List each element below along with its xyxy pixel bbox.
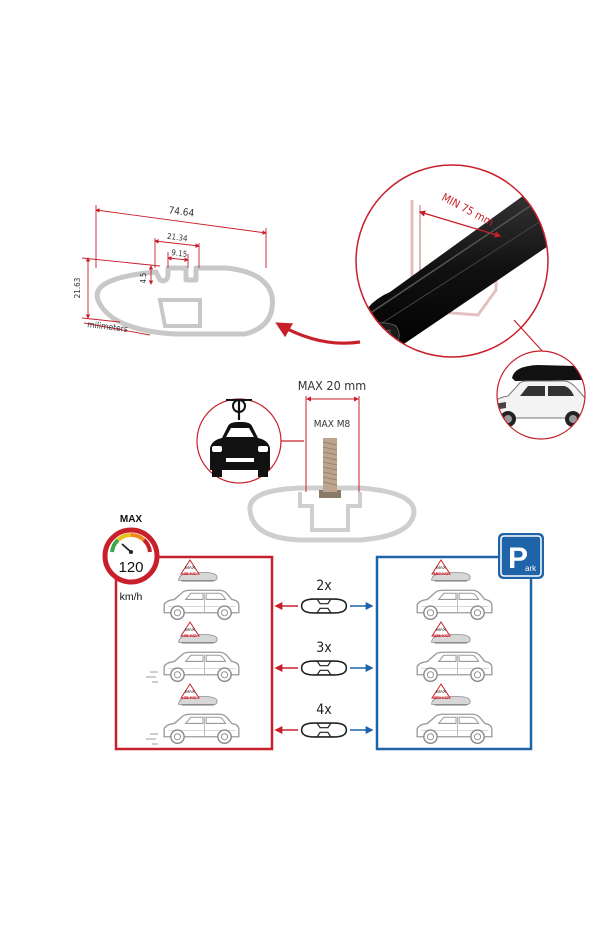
- parked-tag-max: MAX: [436, 689, 446, 694]
- park-letter: P: [508, 542, 528, 575]
- support-count: 3x: [316, 640, 332, 656]
- parked-tag-max: MAX: [436, 565, 446, 570]
- bolt-max-length: MAX 20 mm: [298, 378, 366, 393]
- parked-tag-max: MAX: [436, 627, 446, 632]
- driving-tag-max: MAX: [185, 565, 195, 570]
- driving-tag-icon: [180, 683, 200, 699]
- parked-car-icon: [416, 713, 493, 745]
- car-photo-circle: [496, 350, 586, 440]
- support-count: 2x: [316, 578, 332, 594]
- parked-car-icon: [416, 589, 493, 621]
- driving-tag-icon: [180, 559, 200, 575]
- driving-car-icon: [163, 651, 240, 683]
- driving-tag-icon: [180, 621, 200, 637]
- parked-tag-icon: [431, 683, 451, 699]
- profile-dimension-drawing: 74.64 21.34 9.15 4.5 21.63 milimeters: [73, 205, 275, 337]
- motion-lines-icon: [146, 671, 158, 683]
- park-suffix: ark: [525, 564, 537, 573]
- parked-load-value: 300 KG: [433, 695, 449, 700]
- driving-load-value: 35 KG: [184, 633, 197, 638]
- driving-tag-max: MAX: [185, 627, 195, 632]
- connector-line: [513, 319, 545, 354]
- driving-load-value: 25 KG: [184, 695, 197, 700]
- arrow-to-profile: [275, 322, 361, 345]
- parked-tag-icon: [431, 621, 451, 637]
- slot-outer-label: 21.34: [167, 232, 189, 243]
- driving-load-value: 25 KG: [184, 571, 197, 576]
- bar-profile-icon: [300, 660, 348, 676]
- bar-profile-icon: [300, 722, 348, 738]
- profile-height-label: 21.63: [73, 278, 82, 299]
- parked-load-value: 225 KG: [433, 633, 449, 638]
- driving-car-icon: [163, 589, 240, 621]
- unit-label: milimeters: [87, 320, 129, 335]
- speed-unit: km/h: [120, 591, 143, 603]
- motion-lines-icon: [146, 733, 158, 745]
- slot-depth-label: 4.5: [139, 273, 148, 284]
- profile-width-label: 74.64: [168, 205, 195, 219]
- bolt-diagram: MAX 20 mm MAX M8: [247, 378, 417, 543]
- driving-tag-max: MAX: [185, 689, 195, 694]
- parked-load-box: [375, 555, 533, 751]
- slot-inner-label: 9.15: [171, 248, 188, 259]
- parked-car-icon: [416, 651, 493, 683]
- parking-sign: P ark: [498, 533, 544, 579]
- parked-tag-icon: [431, 559, 451, 575]
- support-count: 4x: [316, 702, 332, 718]
- driving-load-box: [114, 555, 274, 751]
- bike-car-circle: [196, 398, 282, 484]
- bar-profile-icon: [300, 598, 348, 614]
- parked-load-value: 150 KG: [433, 571, 449, 576]
- bolt-size-label: MAX M8: [314, 419, 351, 430]
- speed-limit-sign: MAX 120 km/h: [102, 514, 160, 603]
- speed-max-label: MAX: [120, 514, 143, 525]
- driving-car-icon: [163, 713, 240, 745]
- speed-value: 120: [118, 559, 143, 576]
- bar-zoom-circle: MIN 75 mm: [355, 164, 549, 358]
